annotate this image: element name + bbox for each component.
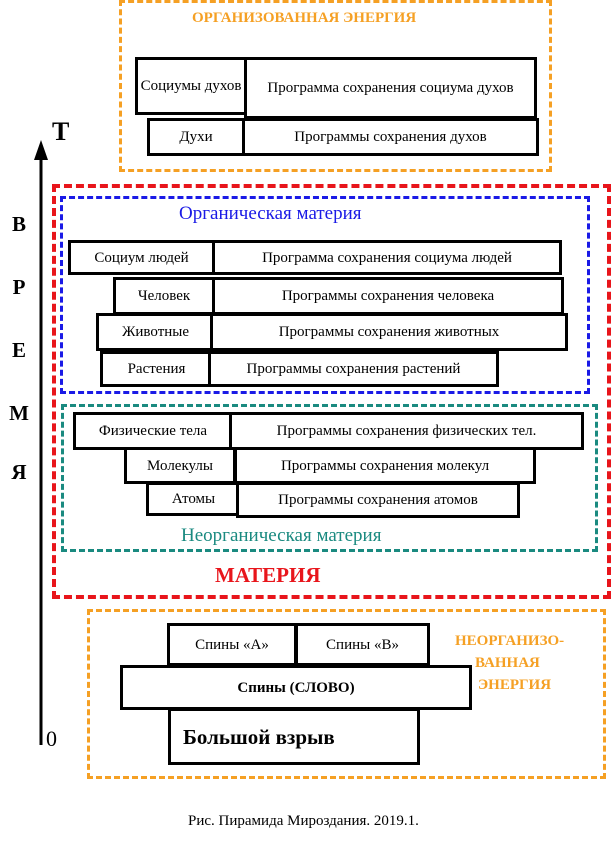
spirit-society-name-box: Социумы духов	[135, 57, 247, 115]
human-program-box: Программы сохранения человека	[212, 277, 564, 315]
figure-caption: Рис. Пирамида Мироздания. 2019.1.	[188, 813, 419, 829]
spirits-program-box: Программы сохранения духов	[242, 118, 539, 156]
spirit-society-program-box: Программа сохранения социума духов	[244, 57, 537, 119]
time-letter-2: Р	[12, 275, 26, 299]
spins-word-box: Спины (СЛОВО)	[120, 665, 472, 710]
organic-matter-frame	[60, 196, 590, 394]
molecules-program-box: Программы сохранения молекул	[234, 447, 536, 484]
time-axis-arrowhead	[34, 140, 48, 160]
physical-bodies-name-box: Физические тела	[73, 412, 233, 450]
atoms-program-box: Программы сохранения атомов	[236, 482, 520, 518]
molecules-name-box: Молекулы	[124, 447, 236, 484]
time-letter-5: Я	[11, 460, 27, 484]
matter-title: МАТЕРИЯ	[215, 563, 321, 587]
time-axis-top-label: Т	[52, 117, 70, 146]
human-society-program-box: Программа сохранения социума людей	[212, 240, 562, 275]
human-society-name-box: Социум людей	[68, 240, 215, 275]
unorganized-energy-title-line-2: ВАННАЯ	[475, 655, 540, 671]
plants-name-box: Растения	[100, 351, 213, 387]
inorganic-matter-frame	[61, 404, 598, 552]
physical-bodies-program-box: Программы сохранения физических тел.	[229, 412, 584, 450]
spins-b-box: Спины «В»	[295, 623, 430, 666]
time-letter-1: В	[11, 212, 26, 236]
time-axis-zero-label: 0	[46, 726, 57, 751]
time-letter-3: Е	[11, 338, 26, 362]
big-bang-box: Большой взрыв	[168, 708, 420, 765]
animals-program-box: Программы сохранения животных	[210, 313, 568, 351]
unorganized-energy-title-line-1: НЕОРГАНИЗО-	[455, 633, 565, 649]
atoms-name-box: Атомы	[146, 482, 241, 516]
unorganized-energy-title-line-3: ЭНЕРГИЯ	[478, 677, 552, 693]
spins-a-box: Спины «А»	[167, 623, 297, 666]
human-name-box: Человек	[113, 277, 215, 315]
unorganized-energy-frame	[87, 609, 606, 779]
organized-energy-frame	[119, 0, 552, 172]
time-letter-4: М	[9, 401, 29, 425]
organic-matter-title: Органическая материя	[179, 203, 362, 224]
inorganic-matter-title: Неорганическая материя	[181, 525, 382, 546]
spirits-name-box: Духи	[147, 118, 245, 156]
matter-frame	[52, 184, 611, 599]
organized-energy-title: ОРГАНИЗОВАННАЯ ЭНЕРГИЯ	[192, 10, 417, 26]
plants-program-box: Программы сохранения растений	[208, 351, 499, 387]
animals-name-box: Животные	[96, 313, 215, 351]
